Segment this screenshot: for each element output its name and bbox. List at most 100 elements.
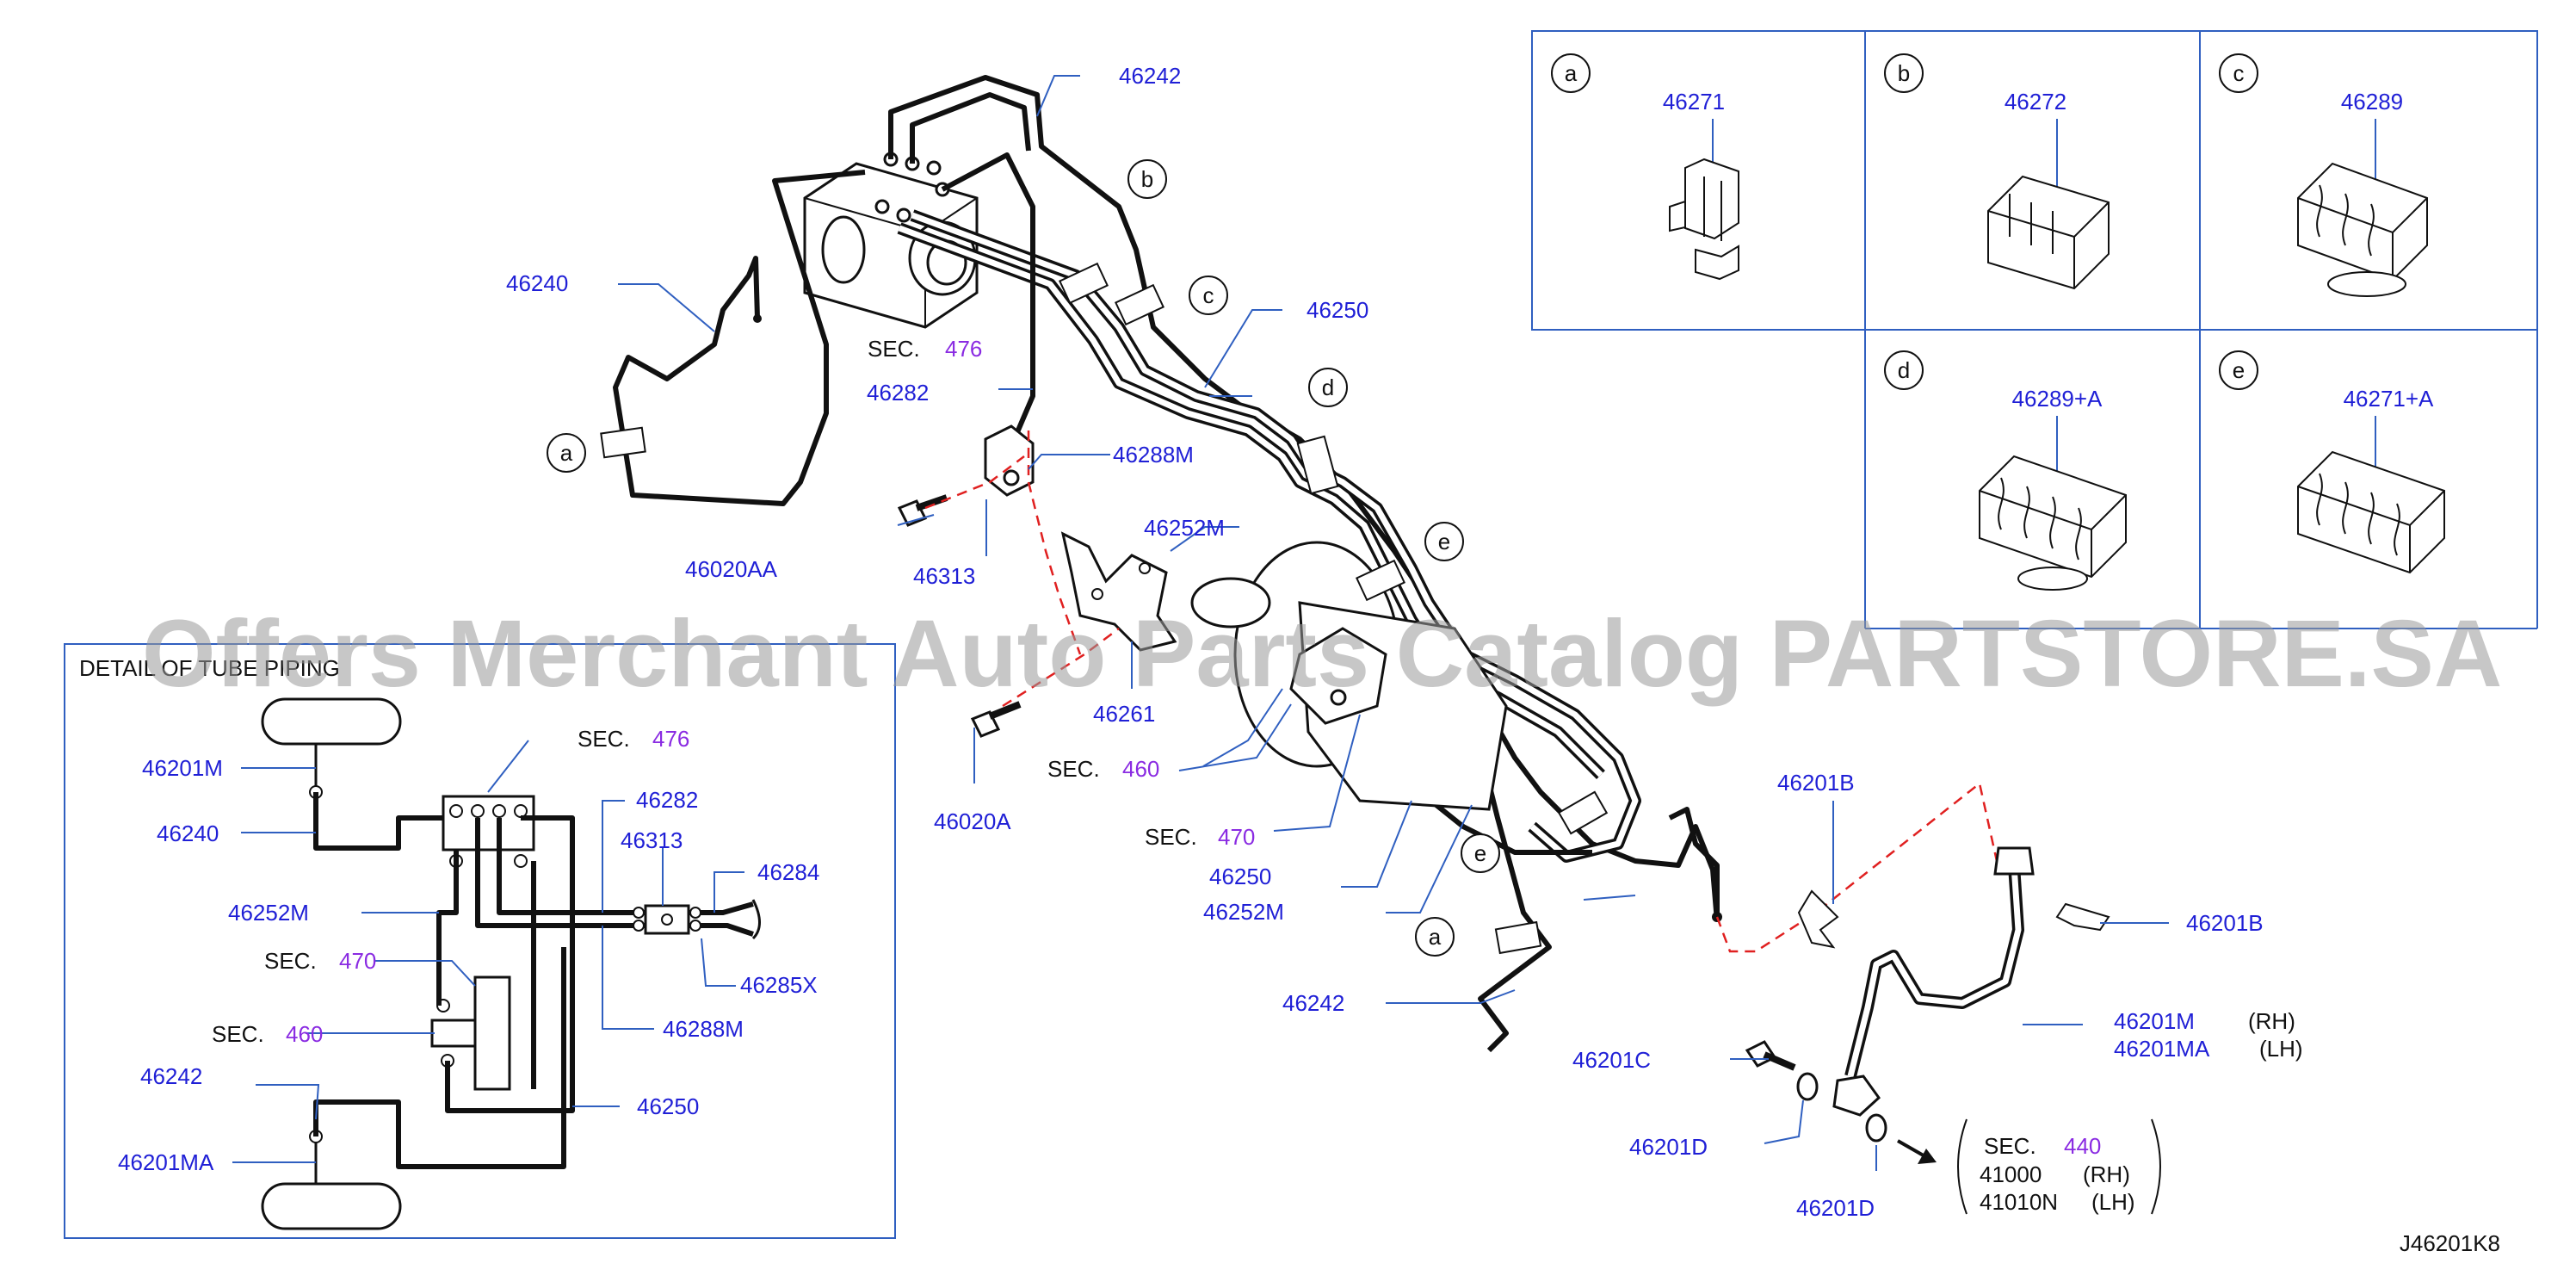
label-46282: 46282	[867, 380, 929, 406]
label-46250-top: 46250	[1307, 297, 1368, 323]
svg-text:SEC.: SEC.	[264, 948, 317, 974]
svg-text:d: d	[1322, 375, 1334, 400]
detail-sec-470: SEC. 470	[264, 948, 376, 974]
label-46201M: 46201M	[2114, 1008, 2195, 1034]
label-46261: 46261	[1093, 701, 1155, 727]
pipe-46282[interactable]	[941, 152, 1035, 458]
diagram-code: J46201K8	[2400, 1230, 2500, 1256]
label-lh2: (LH)	[2091, 1189, 2135, 1215]
master-cylinder-icon	[1190, 541, 1508, 811]
clip-cell-e[interactable]: e 46271+A	[2219, 350, 2445, 574]
svg-text:e: e	[1474, 840, 1486, 866]
svg-text:460: 460	[1122, 756, 1159, 782]
detail-tube-piping: DETAIL OF TUBE PIPING	[64, 643, 896, 1239]
callout-a-top: a	[547, 433, 586, 473]
label-46201B-b: 46201B	[2186, 910, 2264, 936]
detail-label-46201MA: 46201MA	[118, 1149, 214, 1175]
svg-text:470: 470	[339, 948, 376, 974]
sec-440-main: SEC. 440	[1984, 1133, 2101, 1159]
bracket-46261-icon	[1060, 531, 1177, 652]
clip-46201B-icon	[1797, 889, 2110, 949]
label-46201B-a: 46201B	[1777, 770, 1855, 796]
label-41000: 41000	[1980, 1161, 2042, 1187]
clip-letter-c: c	[2233, 60, 2245, 86]
detail-label-46240: 46240	[157, 821, 219, 846]
abs-actuator-icon	[803, 152, 979, 329]
label-41010N: 41010N	[1980, 1189, 2058, 1215]
clip-cell-a[interactable]: a 46271	[1551, 53, 1739, 281]
label-46252M-low: 46252M	[1203, 899, 1284, 925]
wheel-front-icon	[261, 697, 402, 746]
label-46242-top: 46242	[1119, 63, 1181, 89]
label-46240: 46240	[506, 270, 568, 296]
detail-label-46201M: 46201M	[142, 755, 223, 781]
clip-letter-d: d	[1898, 357, 1910, 383]
label-lh: (LH)	[2259, 1036, 2303, 1062]
callout-d: d	[1308, 368, 1348, 407]
detail-sec-476: SEC. 476	[578, 726, 689, 752]
label-46242-low: 46242	[1282, 990, 1344, 1016]
sec-460-main: SEC. 460	[1047, 756, 1159, 782]
svg-text:SEC.: SEC.	[868, 336, 920, 362]
pipe-46242[interactable]	[888, 75, 1720, 922]
pipe-46250[interactable]	[910, 209, 1641, 863]
svg-text:e: e	[1438, 529, 1450, 554]
svg-text:476: 476	[945, 336, 982, 362]
clip-46289A-icon	[1979, 455, 2127, 591]
svg-text:SEC.: SEC.	[212, 1021, 264, 1047]
bolt-46201C-icon	[1745, 1040, 1796, 1071]
clip-part-46271: 46271	[1663, 89, 1725, 115]
svg-text:a: a	[560, 440, 573, 466]
clip-46271-icon	[1669, 158, 1739, 281]
wheel-rear-icon	[261, 1182, 402, 1230]
sec-470-main: SEC. 470	[1145, 824, 1255, 850]
callout-e-low: e	[1461, 833, 1500, 873]
clip-cell-b[interactable]: b 46272	[1884, 53, 2110, 290]
detail-label-46242: 46242	[140, 1063, 202, 1089]
clip-part-46289A: 46289+A	[2012, 386, 2103, 412]
svg-text:SEC.: SEC.	[578, 726, 630, 752]
detail-label-46284: 46284	[757, 859, 819, 885]
callout-e-top: e	[1424, 522, 1464, 561]
svg-text:460: 460	[286, 1021, 323, 1047]
clip-table: a 46271 b 46272 c 4	[1531, 30, 2538, 629]
label-rh2: (RH)	[2083, 1161, 2130, 1187]
label-46201D-b: 46201D	[1796, 1195, 1875, 1221]
clip-cell-c[interactable]: c 46289	[2219, 53, 2428, 297]
clip-cell-d[interactable]: d 46289+A	[1884, 350, 2127, 591]
label-46201D-a: 46201D	[1629, 1134, 1708, 1160]
clip-letter-a: a	[1565, 60, 1578, 86]
clip-46271A-icon	[2297, 450, 2445, 574]
label-46250-low: 46250	[1209, 864, 1271, 889]
svg-text:a: a	[1429, 924, 1442, 950]
label-46252M-mid: 46252M	[1144, 515, 1225, 541]
clip-letter-e: e	[2233, 357, 2245, 383]
label-46313: 46313	[913, 563, 975, 589]
clip-46289-icon	[2297, 162, 2428, 297]
bolt-46020AA-icon	[897, 494, 948, 527]
washer-46201D-b-icon	[1865, 1113, 1887, 1143]
main-assembly	[600, 75, 2161, 1215]
label-46288M: 46288M	[1113, 442, 1194, 468]
svg-text:SEC.: SEC.	[1145, 824, 1197, 850]
detail-label-46285X: 46285X	[740, 972, 818, 998]
svg-text:470: 470	[1218, 824, 1255, 850]
label-rh: (RH)	[2248, 1008, 2295, 1034]
svg-text:SEC.: SEC.	[1984, 1133, 2036, 1159]
label-46020A: 46020A	[934, 808, 1011, 834]
clip-part-46272: 46272	[2005, 89, 2066, 115]
watermark: Offers Merchant Auto Parts Catalog PARTS…	[142, 601, 2502, 707]
clip-letter-b: b	[1898, 60, 1910, 86]
svg-text:SEC.: SEC.	[1047, 756, 1100, 782]
bolt-46020A-icon	[970, 701, 1022, 738]
detail-sec-460: SEC. 460	[212, 1021, 323, 1047]
callout-a-low: a	[1415, 917, 1455, 957]
pipe-46240[interactable]	[613, 170, 866, 506]
clip-part-46271A: 46271+A	[2344, 386, 2434, 412]
clip-46272-icon	[1987, 175, 2110, 290]
label-46201MA: 46201MA	[2114, 1036, 2210, 1062]
svg-text:b: b	[1141, 166, 1153, 192]
detail-label-46288M: 46288M	[663, 1016, 744, 1042]
connector-46313-icon	[984, 424, 1035, 497]
callout-c: c	[1189, 276, 1228, 315]
